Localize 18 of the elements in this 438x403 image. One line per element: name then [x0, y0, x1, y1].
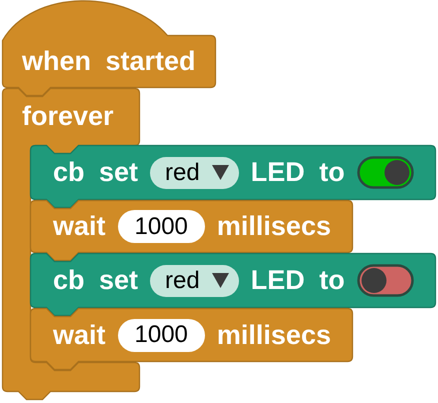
- block-label: LED to: [250, 265, 345, 296]
- block-label: millisecs: [216, 211, 331, 242]
- toggle-switch: [356, 156, 414, 189]
- block-label: millisecs: [216, 320, 331, 350]
- block-label: wait: [53, 211, 106, 242]
- block-label: forever: [22, 101, 114, 132]
- block-label: LED to: [250, 157, 345, 188]
- block-label: wait: [53, 320, 106, 350]
- number-input: 1000: [118, 318, 205, 352]
- number-input: 1000: [118, 210, 205, 243]
- dropdown: red: [150, 156, 239, 188]
- block-label: cb set: [53, 265, 138, 296]
- command-block: [30, 308, 353, 370]
- block-label: when started: [22, 46, 196, 77]
- dropdown: red: [150, 264, 239, 296]
- toggle-switch: [356, 264, 414, 297]
- block-label: cb set: [53, 157, 138, 188]
- hat-block: [2, 0, 216, 96]
